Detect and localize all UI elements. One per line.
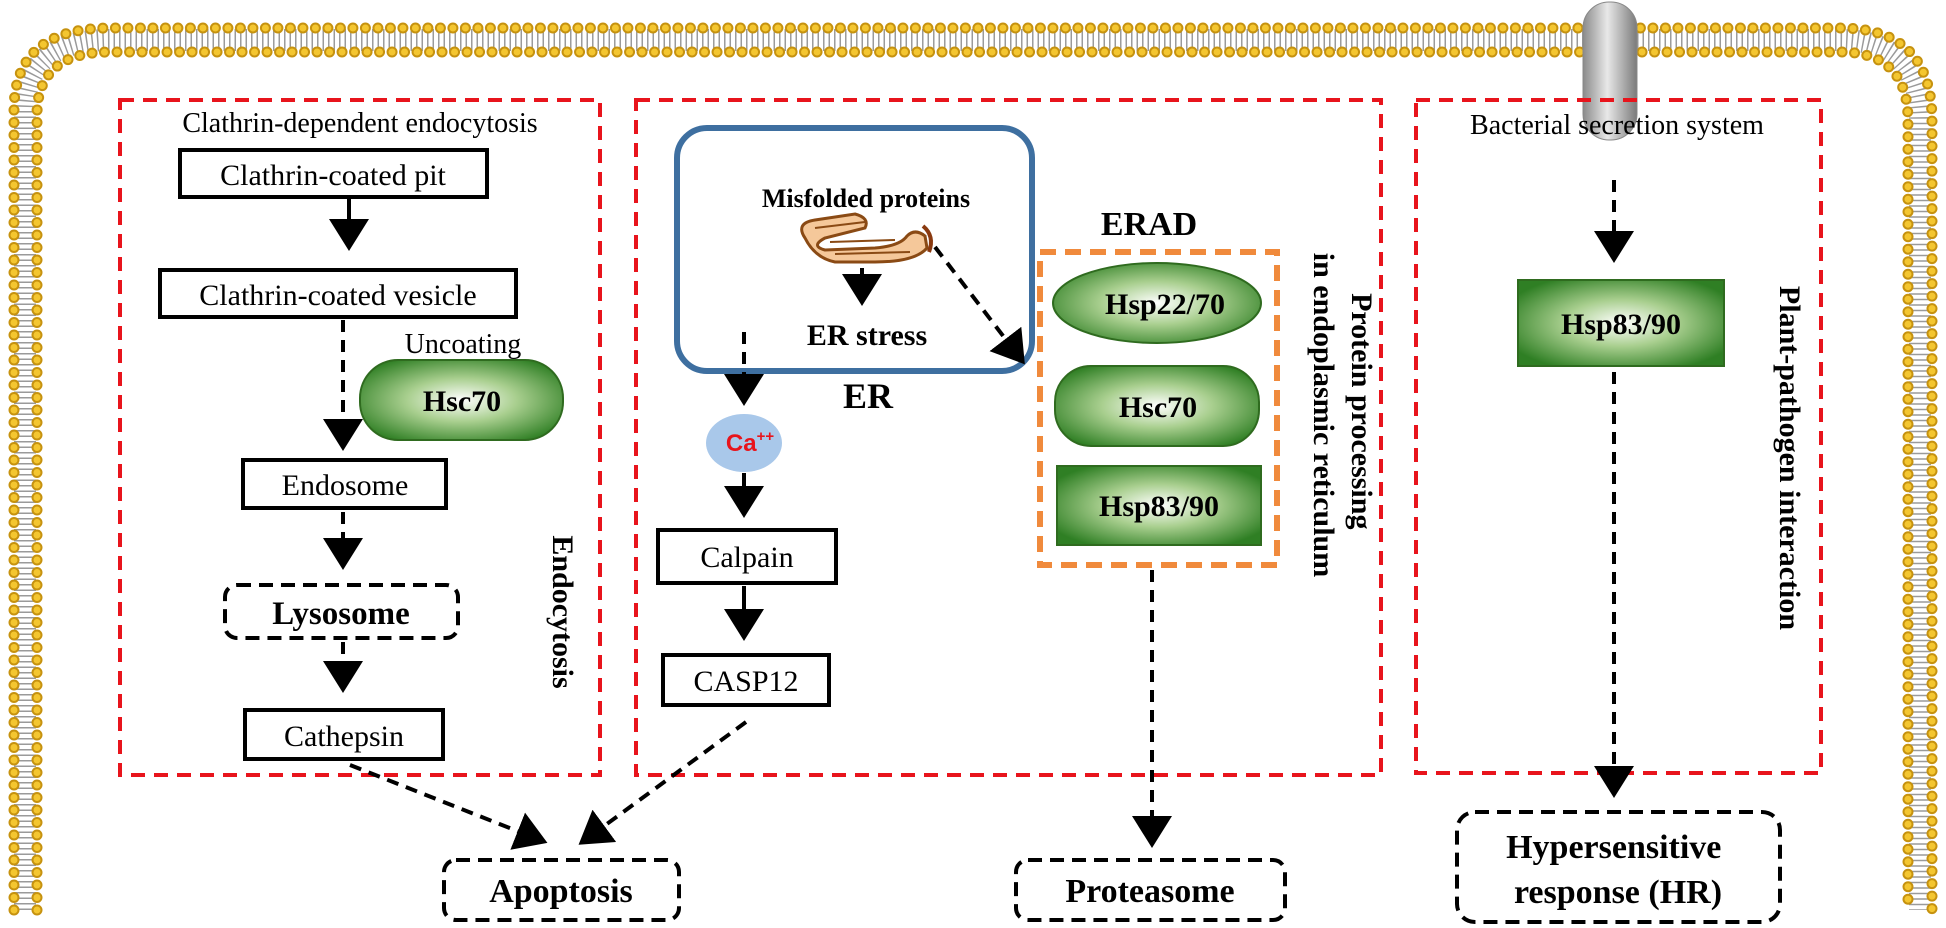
cell-membrane	[8, 22, 1938, 916]
endosome-label: Endosome	[282, 469, 409, 502]
calpain-box	[656, 528, 838, 585]
hsc70-node-endocytosis	[359, 359, 564, 441]
casp12-box	[661, 653, 831, 707]
lysosome-box	[223, 583, 460, 640]
hsp83-90-label-erad: Hsp83/90	[1099, 490, 1219, 523]
hsc70-node-erad	[1054, 365, 1260, 447]
plant-pathogen-side-label: Plant-pathogen interaction	[1773, 286, 1806, 630]
er-compartment	[674, 125, 1035, 374]
hsp22-70-node	[1052, 262, 1262, 344]
endocytosis-side-label: Endocytosis	[546, 535, 579, 688]
endocytosis-section-border	[118, 98, 602, 777]
arrow-casp12-to-apoptosis	[578, 720, 748, 845]
misfolded-proteins-label: Misfolded proteins	[762, 184, 970, 213]
hsp22-70-label: Hsp22/70	[1105, 288, 1225, 321]
clathrin-pit-label: Clathrin-coated pit	[220, 159, 446, 192]
pathogen-section-border	[1414, 98, 1823, 775]
hsp83-90-node-pathogen	[1517, 279, 1725, 367]
endocytosis-title: Clathrin-dependent endocytosis	[182, 108, 537, 139]
clathrin-vesicle-label: Clathrin-coated vesicle	[199, 279, 476, 312]
casp12-label: CASP12	[693, 665, 798, 698]
hypersensitive-response-box	[1455, 810, 1782, 924]
arrow-cathepsin-to-apoptosis	[349, 763, 548, 850]
apoptosis-label: Apoptosis	[489, 873, 633, 910]
apoptosis-box	[442, 858, 681, 922]
er-label: ER	[843, 376, 894, 416]
cathepsin-box	[243, 708, 445, 761]
hsc70-label-erad: Hsc70	[1119, 391, 1197, 424]
arrow-misfolded-to-erad	[933, 245, 1025, 365]
clathrin-pit-box	[178, 148, 489, 199]
erad-label: ERAD	[1101, 206, 1197, 243]
calcium-superscript: ++	[757, 428, 775, 445]
hypersensitive-response-label: Hypersensitive response (HR)	[1506, 829, 1730, 911]
lysosome-label: Lysosome	[272, 596, 410, 632]
uncoating-label: Uncoating	[405, 329, 522, 360]
calpain-label: Calpain	[700, 541, 793, 574]
hsp83-90-node-erad	[1056, 465, 1262, 546]
proteasome-label: Proteasome	[1065, 873, 1234, 910]
hsp83-90-label-pathogen: Hsp83/90	[1561, 308, 1681, 341]
endosome-box	[241, 458, 448, 510]
cathepsin-label: Cathepsin	[284, 720, 404, 753]
protein-processing-side-label: Protein processing in endoplasmic reticu…	[1307, 253, 1378, 577]
hsc70-label-endocytosis: Hsc70	[423, 385, 501, 418]
calcium-label: Ca++	[726, 428, 774, 457]
er-stress-label: ER stress	[807, 319, 927, 352]
secretion-pore	[1582, 1, 1638, 141]
clathrin-vesicle-box	[158, 268, 518, 319]
calcium-ion-node	[706, 414, 782, 472]
misfolded-protein-icon	[800, 212, 933, 264]
pathogen-title: Bacterial secretion system	[1470, 110, 1764, 141]
proteasome-box	[1014, 858, 1287, 922]
er-section-border	[634, 98, 1383, 777]
